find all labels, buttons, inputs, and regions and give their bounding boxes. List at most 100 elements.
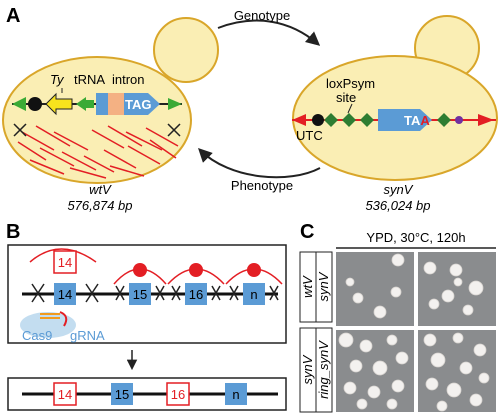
- taa-black-part: TA: [404, 113, 421, 128]
- result-segment-n-label: n: [232, 387, 239, 402]
- homolog-dash: [17, 141, 47, 161]
- colony: [446, 382, 462, 398]
- row-1-label-line1: wtV: [300, 275, 315, 298]
- homolog-dash: [107, 125, 143, 147]
- wt-yeast-cell: [2, 17, 219, 184]
- wt-left-x-mark: [13, 123, 27, 137]
- panel-b-result-box: [7, 377, 287, 411]
- red-ball-15: [133, 263, 147, 277]
- gene-exon-1: [96, 93, 108, 115]
- wt-centromere: [28, 97, 42, 111]
- syn-centromere: [312, 114, 324, 126]
- colony: [390, 286, 402, 298]
- segment-16-label: 16: [189, 287, 203, 302]
- panel-b-label: B: [6, 221, 20, 243]
- crossover-x-1: [31, 283, 45, 303]
- syn-right-telomere-arrow: [478, 114, 494, 126]
- trna-gene-arrow: [76, 97, 94, 111]
- genotype-arrow: [217, 19, 321, 46]
- colony: [423, 261, 437, 275]
- crossover-x-3: [115, 285, 125, 301]
- homolog-dash: [29, 159, 65, 175]
- segment-15-label: 15: [133, 287, 147, 302]
- result-segment-14-box: [53, 382, 77, 406]
- tag-stop-codon-label: TAG: [125, 97, 151, 112]
- colony: [391, 379, 405, 393]
- crossover-marks: [31, 283, 279, 303]
- syn-chromosome: TAA: [292, 109, 496, 131]
- colony: [359, 339, 373, 353]
- trna-label: tRNA: [74, 72, 105, 87]
- segment-14-syn-box: [54, 283, 76, 305]
- wt-homolog-lines: [13, 123, 181, 179]
- row-1-label-line2: synV: [316, 271, 331, 301]
- gene-exon-2-arrow: [124, 93, 160, 115]
- phenotype-arrow: [198, 148, 321, 179]
- result-segment-16-label: 16: [171, 387, 185, 402]
- crossover-x-8: [269, 285, 279, 301]
- crossover-x-6: [211, 285, 221, 301]
- panel-b-top-box: [7, 244, 287, 344]
- grna-label: gRNA: [70, 328, 105, 343]
- homolog-dash: [103, 149, 137, 169]
- colony: [441, 289, 455, 303]
- red-ball-n: [247, 263, 261, 277]
- colony: [372, 360, 388, 376]
- homolog-dash: [127, 145, 161, 165]
- arc-14: [29, 248, 97, 263]
- grna-scaffold: [59, 311, 68, 327]
- colony: [352, 292, 364, 304]
- syn-yeast-cell: [292, 15, 498, 181]
- colony: [367, 385, 381, 399]
- taa-red-part: A: [420, 113, 430, 128]
- crossover-x-4: [155, 285, 165, 301]
- wt-cell-name: wtV: [89, 182, 112, 197]
- colony: [430, 352, 446, 368]
- wt-right-telomere-arrow: [168, 98, 182, 110]
- loxpsym-site-label: site: [336, 90, 356, 105]
- crossover-x-2: [85, 283, 99, 303]
- row-2-label-line2: ring_synV: [316, 340, 331, 399]
- homolog-dash: [109, 165, 145, 177]
- panel-c-label: C: [300, 221, 314, 243]
- ty-label: Ty: [50, 72, 65, 87]
- colony: [391, 253, 405, 267]
- syn-cell-name: synV: [384, 182, 414, 197]
- homolog-dash: [83, 155, 115, 173]
- result-segment-15-label: 15: [115, 387, 129, 402]
- homolog-dash: [21, 131, 55, 151]
- panel-a-label: A: [6, 5, 20, 27]
- colony: [449, 263, 463, 277]
- homolog-dash: [69, 167, 107, 179]
- wt-cell-body: [2, 56, 192, 184]
- colony: [386, 334, 398, 346]
- homolog-dash: [35, 125, 71, 147]
- utc-label: UTC: [296, 128, 323, 143]
- colony: [469, 393, 483, 407]
- wt-cell-size: 576,874 bp: [67, 198, 132, 213]
- colony: [468, 280, 484, 296]
- homolog-dash: [61, 151, 97, 171]
- syn-gene-arrow: [378, 109, 432, 131]
- phenotype-label: Phenotype: [231, 178, 293, 193]
- wt-left-telomere-arrow: [12, 97, 26, 111]
- segment-14-wt-label: 14: [58, 255, 72, 270]
- loxpsym-diamond-3: [360, 113, 374, 127]
- colony: [459, 361, 473, 375]
- colonies: [338, 253, 490, 412]
- result-segment-14-label: 14: [58, 387, 72, 402]
- colony: [338, 332, 354, 348]
- homolog-dash: [39, 147, 75, 167]
- colony: [425, 377, 439, 391]
- segment-14-syn-label: 14: [58, 287, 72, 302]
- homolog-dash: [91, 129, 125, 149]
- loxpsym-diamond-2: [342, 113, 356, 127]
- segment-16-box: [185, 283, 207, 305]
- genotype-label: Genotype: [234, 8, 290, 23]
- taa-stop-codon-label: TAA: [404, 113, 430, 128]
- colony: [478, 372, 490, 384]
- loxpsym-diamond-1: [324, 113, 338, 127]
- segment-14-wt-box: [53, 250, 77, 274]
